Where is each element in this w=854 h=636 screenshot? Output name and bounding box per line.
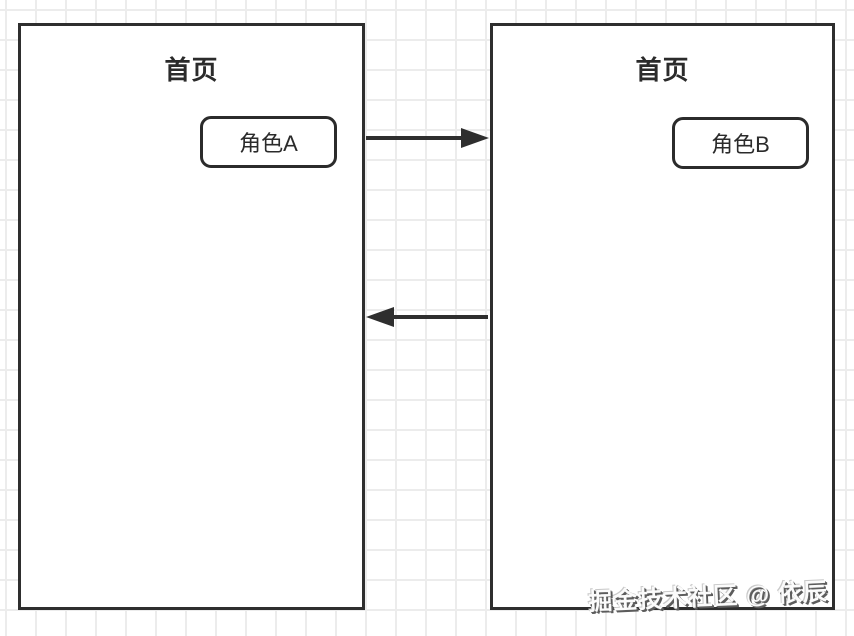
role-a-button[interactable]: 角色A [200, 116, 337, 168]
screen-right: 首页 角色B [490, 23, 835, 610]
arrow-a-to-b [366, 128, 489, 148]
screen-left: 首页 角色A [18, 23, 365, 610]
screen-right-title: 首页 [635, 55, 690, 85]
screen-left-title: 首页 [164, 55, 219, 85]
arrow-b-to-a [366, 307, 488, 327]
role-b-button[interactable]: 角色B [672, 117, 809, 169]
